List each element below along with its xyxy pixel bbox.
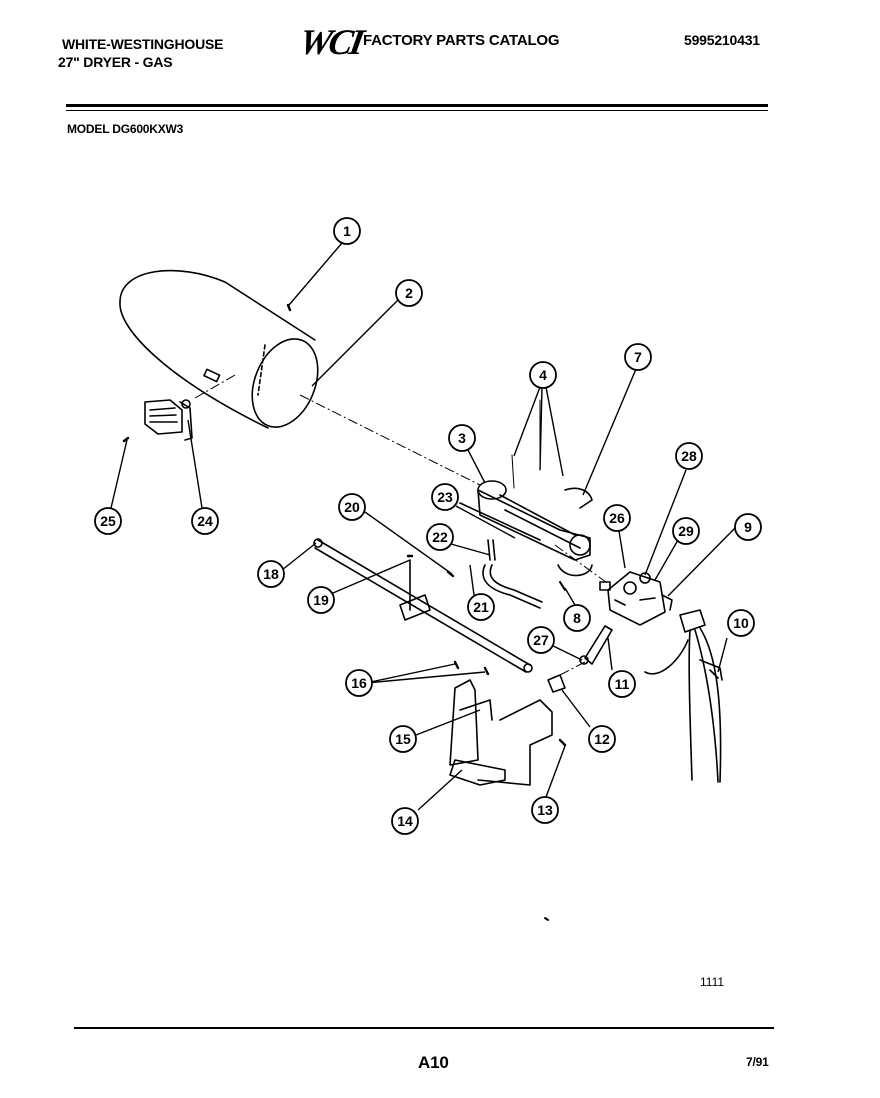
callout-28: 28 [675,442,703,470]
svg-text:26: 26 [609,510,625,526]
callout-15: 15 [389,725,417,753]
callout-1: 1 [333,217,361,245]
burner-assembly [459,399,593,577]
gas-supply-tube [313,538,533,673]
product-description: 27" DRYER - GAS [58,54,173,70]
gas-valve [599,571,673,626]
svg-text:24: 24 [197,513,213,529]
svg-text:2: 2 [405,285,413,301]
header-rule-thick [66,104,768,107]
callout-23: 23 [431,483,459,511]
callout-7: 7 [624,343,652,371]
svg-text:22: 22 [432,529,448,545]
svg-text:14: 14 [397,813,413,829]
callout-22: 22 [426,523,454,551]
svg-text:20: 20 [344,499,360,515]
figure-code: 1111 [700,975,725,989]
svg-text:16: 16 [351,675,367,691]
svg-text:8: 8 [573,610,581,626]
manifold-tube [482,539,543,609]
callout-18: 18 [257,560,285,588]
callout-14: 14 [391,807,419,835]
callout-25: 25 [94,507,122,535]
callout-11: 11 [608,670,636,698]
drum-part [119,269,319,429]
svg-text:9: 9 [744,519,752,535]
svg-text:29: 29 [678,523,694,539]
header-rule-thin [66,110,768,111]
svg-text:25: 25 [100,513,116,529]
svg-text:21: 21 [473,599,489,615]
catalog-title: FACTORY PARTS CATALOG [363,32,560,49]
burner-bracket [449,679,553,786]
page-number: A10 [418,1053,449,1072]
svg-text:15: 15 [395,731,411,747]
callout-24: 24 [191,507,219,535]
svg-text:4: 4 [539,367,547,383]
mounting-strap [399,554,431,621]
callout-21: 21 [467,593,495,621]
callout-2: 2 [395,279,423,307]
catalog-part-number: 5995210431 [684,32,760,48]
callout-27: 27 [527,626,555,654]
callout-bubbles: 1 2 3 4 7 28 26 29 9 23 20 22 25 24 18 1… [94,217,762,835]
svg-text:11: 11 [615,676,630,692]
wire-harness [644,609,723,783]
svg-text:10: 10 [733,615,749,631]
svg-text:13: 13 [537,802,553,818]
callout-20: 20 [338,493,366,521]
callout-13: 13 [531,796,559,824]
svg-text:28: 28 [681,448,697,464]
alignment-lines [194,374,611,676]
callout-26: 26 [603,504,631,532]
callout-19: 19 [307,586,335,614]
svg-text:1: 1 [343,223,351,239]
svg-text:12: 12 [594,731,610,747]
svg-text:23: 23 [437,489,453,505]
callout-4: 4 [529,361,557,389]
svg-text:18: 18 [263,566,279,582]
model-number: MODEL DG600KXW3 [67,122,184,136]
flame-sensor-bracket [122,399,193,443]
igniter [579,625,613,665]
svg-text:7: 7 [634,349,642,365]
callout-16: 16 [345,669,373,697]
svg-text:3: 3 [458,430,466,446]
leader-lines [110,242,737,811]
callout-9: 9 [734,513,762,541]
screws [286,303,567,921]
svg-text:19: 19 [313,592,329,608]
date-code: 7/91 [746,1055,769,1069]
brand-name: WHITE-WESTINGHOUSE [62,36,224,52]
callout-10: 10 [727,609,755,637]
callout-12: 12 [588,725,616,753]
callout-8: 8 [563,604,591,632]
svg-text:27: 27 [533,632,549,648]
callout-29: 29 [672,517,700,545]
footer-rule [74,1027,774,1029]
callout-3: 3 [448,424,476,452]
